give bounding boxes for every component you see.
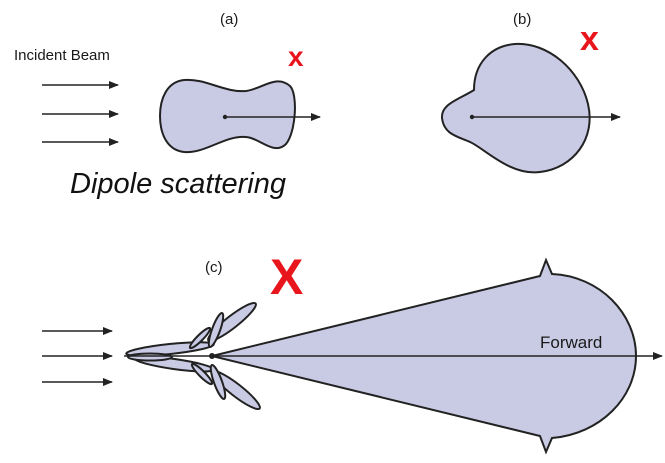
- panel-c-label: (c): [205, 259, 223, 276]
- panel-a-mark: x: [288, 41, 304, 72]
- incident-beam-arrows: [42, 85, 118, 142]
- incident-beam-label: Incident Beam: [14, 47, 110, 64]
- panel-c-mark: X: [270, 249, 303, 305]
- panel-a-label: (a): [220, 11, 238, 28]
- side-lobe: [128, 354, 172, 361]
- panel-b-mark: x: [580, 20, 599, 58]
- scatterer-point: [209, 353, 215, 359]
- forward-label: Forward: [540, 333, 602, 352]
- incident-beam-arrows: [42, 331, 112, 382]
- dipole-scattering-lobe: [160, 80, 295, 152]
- dipole-scattering-caption: Dipole scattering: [70, 168, 286, 200]
- panel-b: (b) x: [442, 11, 620, 172]
- forward-biased-lobe: [442, 44, 590, 172]
- panel-a: (a) x Incident Beam Dipole scattering: [14, 11, 320, 200]
- scatterer-point: [470, 115, 474, 119]
- scatterer-point: [223, 115, 227, 119]
- panel-b-label: (b): [513, 11, 531, 28]
- panel-c: (c) X Forward: [42, 249, 662, 452]
